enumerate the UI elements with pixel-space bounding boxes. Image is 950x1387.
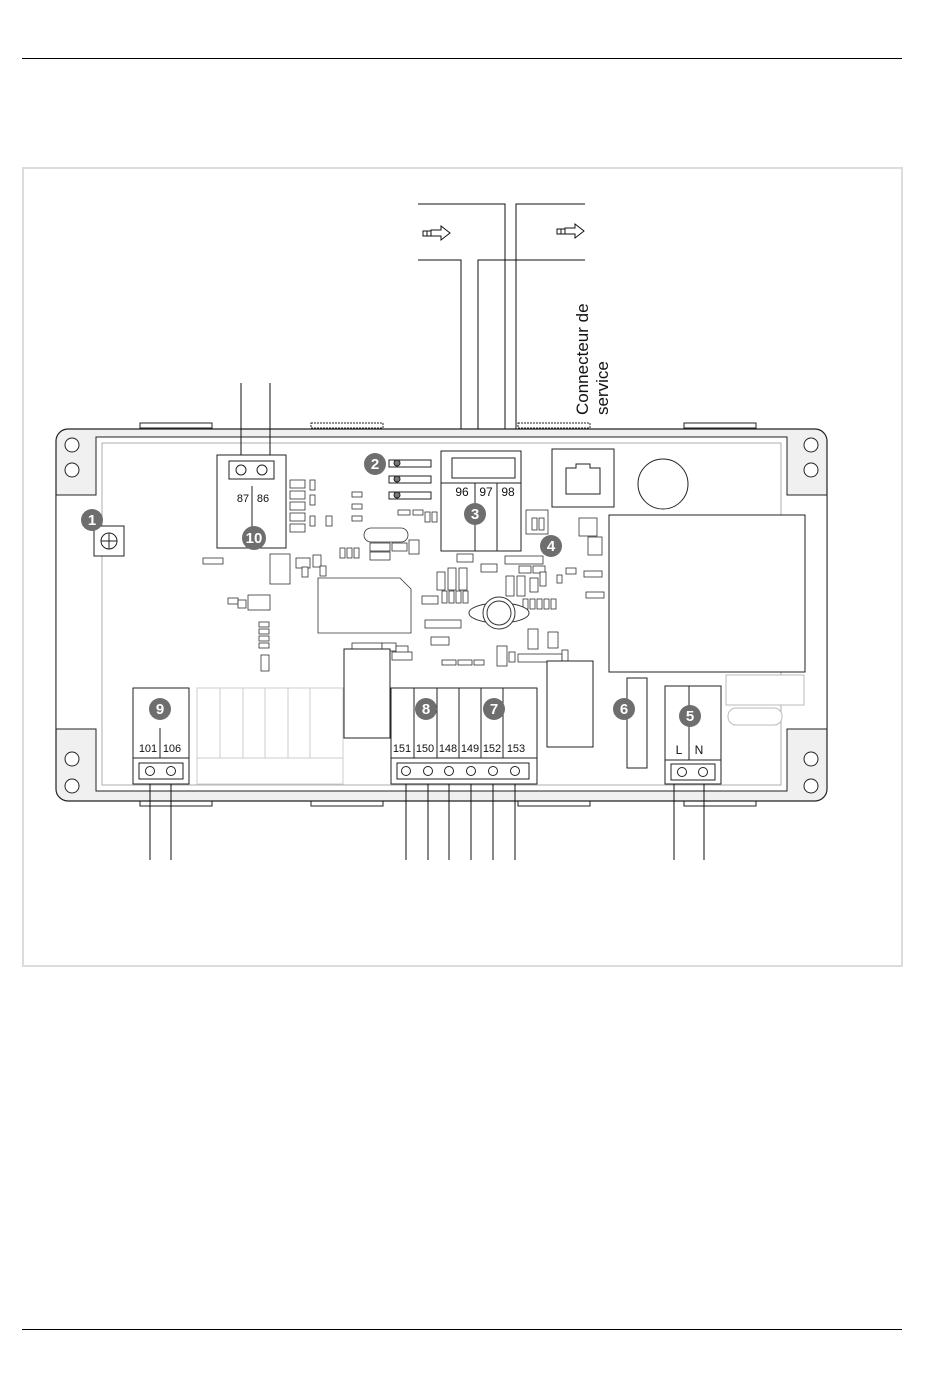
service-connector-label: Connecteur de service bbox=[573, 299, 612, 415]
relay-right bbox=[547, 661, 593, 747]
terminal-L-label: L bbox=[676, 743, 683, 757]
relay-left bbox=[344, 649, 390, 738]
terminal-shadow-area bbox=[197, 688, 343, 784]
terminal-150-label: 150 bbox=[416, 743, 434, 755]
status-leds bbox=[389, 460, 431, 499]
fuse-area bbox=[726, 675, 804, 705]
svg-text:10: 10 bbox=[246, 530, 263, 547]
terminal-152-label: 152 bbox=[483, 743, 501, 755]
terminal-N-label: N bbox=[695, 743, 704, 757]
callout-3: 3 bbox=[464, 503, 486, 525]
callout-4: 4 bbox=[540, 535, 562, 557]
terminal-98-label: 98 bbox=[501, 485, 515, 499]
terminal-86-label: 86 bbox=[257, 493, 269, 505]
svg-text:2: 2 bbox=[371, 456, 379, 473]
service-connector-wires bbox=[418, 204, 585, 447]
callout-1: 1 bbox=[81, 509, 103, 531]
svg-text:4: 4 bbox=[547, 538, 556, 555]
terminal-106-label: 106 bbox=[163, 743, 181, 755]
terminal-151-label: 151 bbox=[393, 743, 411, 755]
callout-2: 2 bbox=[364, 453, 386, 475]
potentiometer bbox=[94, 526, 124, 556]
relay-terminal-block: 87 86 bbox=[217, 383, 286, 548]
arrow-icon bbox=[557, 224, 584, 238]
terminal-87-label: 87 bbox=[237, 493, 249, 505]
terminal-149-label: 149 bbox=[461, 743, 479, 755]
terminal-97-label: 97 bbox=[479, 485, 493, 499]
transformer bbox=[609, 515, 805, 672]
callout-7: 7 bbox=[483, 698, 505, 720]
terminal-block-7-8: 151 150 148 149 152 153 bbox=[391, 688, 537, 860]
callout-9: 9 bbox=[149, 698, 171, 720]
svg-text:3: 3 bbox=[471, 506, 479, 523]
rj-jack bbox=[552, 449, 614, 507]
svg-text:8: 8 bbox=[422, 701, 430, 718]
svg-text:5: 5 bbox=[686, 708, 694, 725]
svg-text:7: 7 bbox=[490, 701, 498, 718]
terminal-101-label: 101 bbox=[139, 743, 157, 755]
fuse bbox=[728, 708, 782, 725]
terminal-153-label: 153 bbox=[507, 743, 525, 755]
callout-5: 5 bbox=[679, 705, 701, 727]
svg-text:1: 1 bbox=[88, 512, 96, 529]
callout-8: 8 bbox=[415, 698, 437, 720]
arrow-icon bbox=[423, 226, 450, 240]
svg-text:6: 6 bbox=[620, 701, 628, 718]
callout-10: 10 bbox=[242, 526, 266, 550]
buzzer bbox=[638, 459, 688, 509]
svg-text:9: 9 bbox=[156, 701, 164, 718]
service-connector-block: 96 97 98 bbox=[441, 451, 521, 551]
terminal-148-label: 148 bbox=[439, 743, 457, 755]
connector-6 bbox=[627, 678, 647, 768]
callout-6: 6 bbox=[613, 698, 635, 720]
terminal-96-label: 96 bbox=[455, 485, 469, 499]
